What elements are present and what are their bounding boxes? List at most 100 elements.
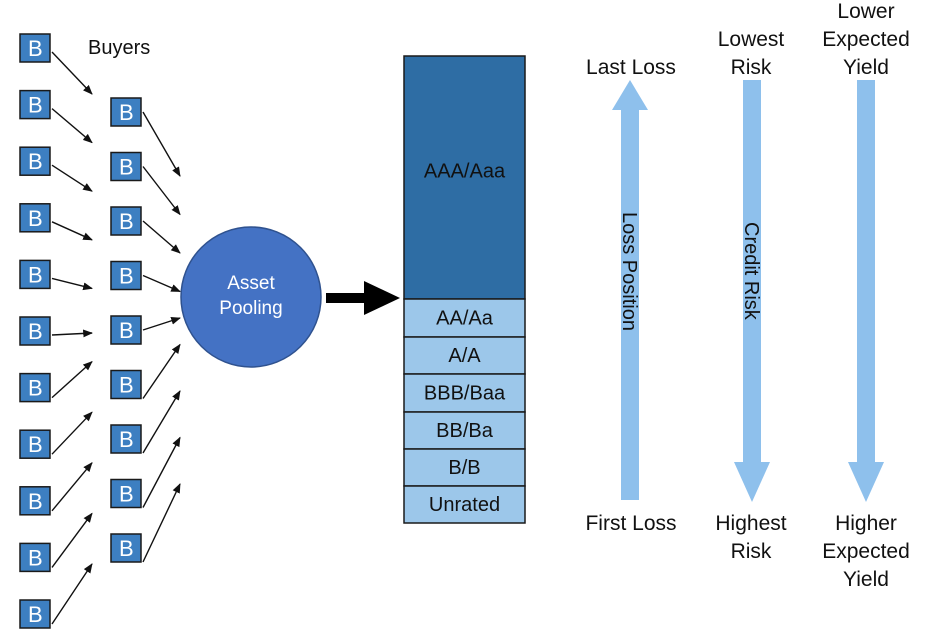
loss-bar-shaft	[621, 110, 639, 500]
arrow-head	[364, 281, 400, 315]
buyer-box-label: B	[28, 489, 43, 514]
loss-position-axis: Last Loss Loss Position First Loss	[585, 56, 676, 535]
buyer-box-rect	[19, 259, 51, 290]
buyer-link	[51, 563, 93, 625]
tranche-label: BB/Ba	[436, 420, 494, 442]
buyer-box-label: B	[28, 93, 43, 118]
buyer-box-rect	[110, 206, 142, 236]
expected-yield-axis: Lower Expected Yield Higher Expected Yie…	[822, 0, 910, 591]
higher-yield-label-line2: Expected	[822, 540, 910, 563]
highest-risk-label-line2: Risk	[731, 540, 772, 563]
loss-bar-arrowhead-up	[612, 80, 648, 110]
buyer-box-label: B	[119, 100, 134, 125]
buyer-box-rect	[110, 478, 142, 509]
buyer-box: B	[110, 260, 142, 291]
buyer-box: B	[19, 486, 51, 516]
higher-yield-label-line3: Yield	[843, 568, 889, 591]
buyer-box-label: B	[119, 209, 134, 234]
buyer-links-inner	[142, 111, 181, 563]
buyer-box: B	[110, 369, 142, 400]
lowest-risk-label-line2: Risk	[731, 56, 772, 79]
buyer-box-label: B	[119, 373, 134, 398]
buyer-box: B	[110, 151, 142, 182]
buyer-box-rect	[19, 146, 51, 176]
buyer-box-label: B	[119, 482, 134, 507]
lower-yield-label-line2: Expected	[822, 28, 910, 51]
buyer-box-label: B	[28, 545, 43, 570]
asset-pooling-node: Asset Pooling	[180, 226, 322, 368]
buyer-box: B	[19, 259, 51, 290]
highest-risk-label-line1: Highest	[715, 512, 786, 535]
buyer-link	[142, 220, 181, 254]
buyer-box-rect	[110, 369, 142, 400]
buyer-link	[51, 108, 93, 144]
tranche-label: B/B	[448, 457, 480, 479]
tranche-rect	[403, 298, 526, 338]
buyer-box-rect	[110, 260, 142, 291]
buyer-box: B	[19, 203, 51, 233]
buyer-box: B	[19, 33, 51, 63]
tranche: BBB/Baa	[403, 373, 526, 413]
buyer-link	[142, 166, 181, 216]
buyer-box-rect	[19, 599, 51, 629]
buyer-box: B	[110, 533, 142, 563]
buyer-box-rect	[19, 316, 51, 346]
buyer-link	[51, 51, 93, 95]
yield-bar-arrowhead-down	[848, 462, 884, 502]
buyer-box-rect	[19, 372, 51, 403]
tranche: BB/Ba	[403, 411, 526, 450]
buyer-box-rect	[110, 97, 142, 127]
lowest-risk-label-line1: Lowest	[718, 28, 785, 51]
first-loss-label: First Loss	[585, 512, 676, 535]
buyer-box: B	[110, 424, 142, 454]
tranche: A/A	[403, 336, 526, 375]
credit-risk-axis: Lowest Risk Credit Risk Highest Risk	[715, 28, 786, 563]
asset-pooling-label-line1: Asset	[227, 273, 275, 294]
buyer-box-rect	[19, 33, 51, 63]
buyer-box-label: B	[119, 318, 134, 343]
tranche-rect	[403, 336, 526, 375]
buyer-box-label: B	[28, 262, 43, 287]
buyer-box: B	[110, 206, 142, 236]
buyer-link	[51, 512, 93, 568]
buyer-box-label: B	[119, 427, 134, 452]
buyer-box: B	[110, 315, 142, 345]
buyer-link	[51, 411, 93, 455]
tranche-label: Unrated	[429, 494, 500, 516]
higher-yield-label-line1: Higher	[835, 512, 897, 535]
buyer-link	[142, 343, 181, 399]
tranche-rect	[403, 485, 526, 524]
buyer-box-rect	[19, 542, 51, 573]
tranche-rect	[403, 373, 526, 413]
buyer-box-label: B	[119, 536, 134, 561]
buyer-box-label: B	[28, 149, 43, 174]
buyer-box: B	[110, 478, 142, 509]
credit-risk-label: Credit Risk	[740, 222, 762, 321]
buyer-link	[142, 111, 181, 177]
buyer-box-rect	[19, 203, 51, 233]
buyer-box-rect	[19, 486, 51, 516]
tranche: AA/Aa	[403, 298, 526, 338]
buyer-box: B	[110, 97, 142, 127]
buyer-link	[51, 462, 93, 512]
buyer-box: B	[19, 429, 51, 459]
buyer-link	[142, 436, 181, 508]
buyer-link	[142, 274, 181, 293]
buyer-box-rect	[110, 424, 142, 454]
buyer-box: B	[19, 542, 51, 573]
buyer-box-label: B	[28, 36, 43, 61]
pooling-to-tranches-arrow	[326, 281, 400, 315]
buyer-box-label: B	[28, 376, 43, 401]
lower-yield-label-line1: Lower	[837, 0, 894, 23]
buyer-box-label: B	[28, 319, 43, 344]
risk-bar-shaft	[743, 80, 761, 472]
buyer-links-outer	[51, 51, 93, 625]
buyer-box-rect	[110, 315, 142, 345]
buyer-box-label: B	[28, 432, 43, 457]
buyer-box-rect	[110, 151, 142, 182]
buyer-box-rect	[19, 89, 51, 120]
